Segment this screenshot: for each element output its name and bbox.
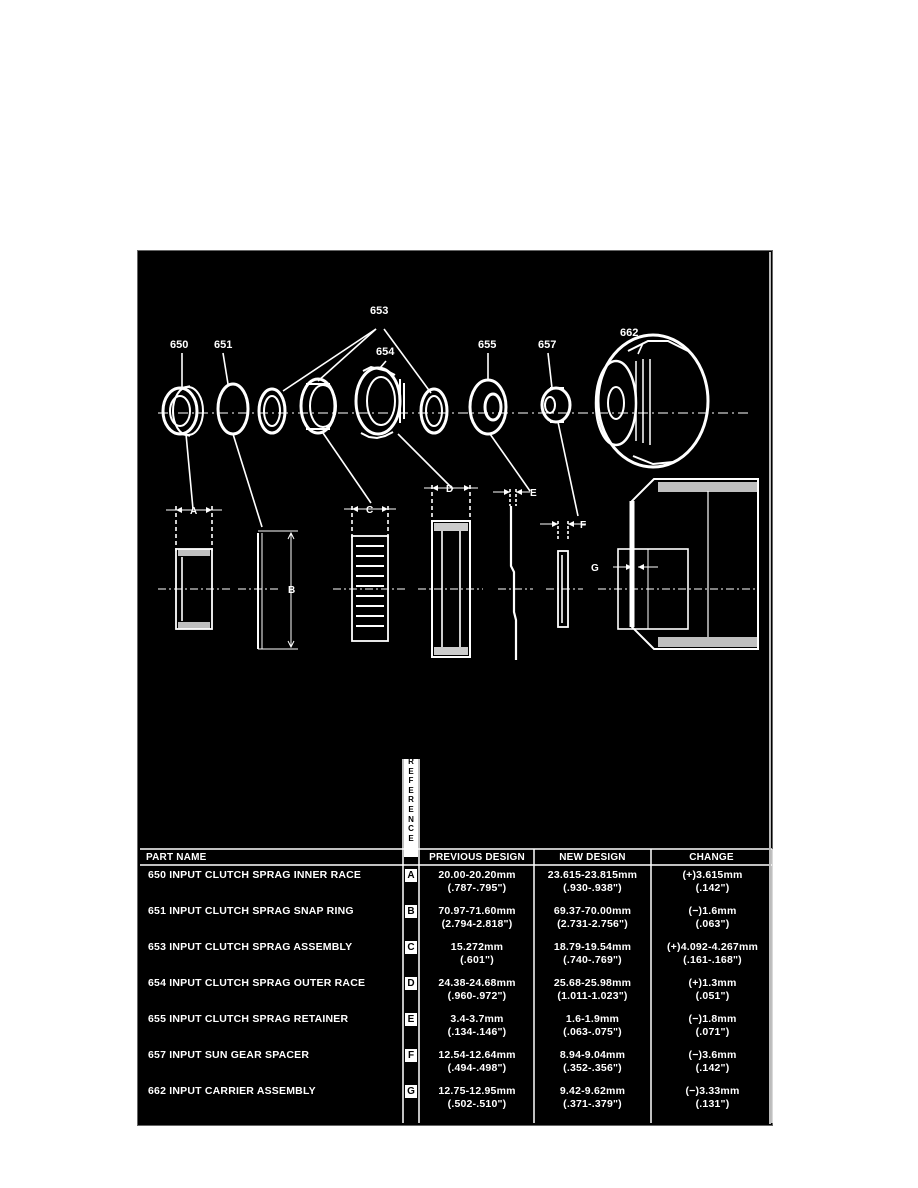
callout-655: 655 — [478, 339, 496, 351]
callout-662: 662 — [620, 327, 638, 339]
dim-label-d: D — [446, 484, 453, 495]
row-ref-cell — [405, 905, 417, 918]
row-new-metric: 25.68-25.98mm — [553, 977, 632, 989]
row-previous-inch: (.494-.498") — [447, 1062, 507, 1074]
row-new-metric: 8.94-9.04mm — [559, 1049, 626, 1061]
header-previous-design: PREVIOUS DESIGN — [429, 852, 525, 863]
row-change-metric: (−)1.8mm — [688, 1013, 737, 1025]
row-previous-inch: (.134-.146") — [447, 1026, 507, 1038]
row-new-inch: (.930-.938") — [563, 882, 622, 894]
dim-label-e: E — [530, 488, 537, 499]
row-part-name: 654 INPUT CLUTCH SPRAG OUTER RACE — [148, 977, 366, 989]
dim-label-c: C — [366, 505, 373, 516]
row-part-name: 662 INPUT CARRIER ASSEMBLY — [148, 1085, 316, 1097]
callout-654: 654 — [376, 346, 395, 358]
row-change-inch: (.142") — [695, 1062, 730, 1074]
row-ref-letter: D — [407, 978, 415, 989]
row-change-metric: (+)4.092-4.267mm — [666, 941, 759, 953]
row-new-inch: (.371-.379") — [563, 1098, 622, 1110]
row-change-metric: (−)3.6mm — [688, 1049, 737, 1061]
row-previous-metric: 3.4-3.7mm — [450, 1013, 504, 1025]
row-change-metric: (−)1.6mm — [688, 905, 737, 917]
row-ref-letter: E — [407, 1014, 415, 1025]
row-change-inch: (.131") — [695, 1098, 730, 1110]
row-new-metric: 18.79-19.54mm — [553, 941, 632, 953]
callout-657: 657 — [538, 339, 556, 351]
row-ref-cell — [405, 869, 417, 882]
callout-653: 653 — [370, 305, 388, 317]
row-part-name: 655 INPUT CLUTCH SPRAG RETAINER — [148, 1013, 349, 1025]
row-ref-cell — [405, 977, 417, 990]
header-new-design: NEW DESIGN — [559, 852, 626, 863]
callout-650: 650 — [170, 339, 188, 351]
row-part-name: 651 INPUT CLUTCH SPRAG SNAP RING — [148, 905, 354, 917]
row-new-metric: 1.6-1.9mm — [565, 1013, 620, 1025]
row-part-name: 657 INPUT SUN GEAR SPACER — [148, 1049, 310, 1061]
row-ref-cell — [405, 941, 417, 954]
row-previous-metric: 12.54-12.64mm — [438, 1049, 516, 1061]
row-change-inch: (.142") — [695, 882, 730, 894]
row-ref-cell — [405, 1085, 417, 1098]
row-previous-metric: 12.75-12.95mm — [438, 1085, 516, 1097]
row-ref-letter: F — [407, 1050, 415, 1061]
row-change-inch: (.051") — [695, 990, 730, 1002]
row-previous-inch: (.601") — [460, 954, 494, 966]
row-new-inch: (.063-.075") — [563, 1026, 622, 1038]
panel-edge — [769, 252, 771, 1124]
row-part-name: 650 INPUT CLUTCH SPRAG INNER RACE — [148, 869, 362, 881]
table-grid — [140, 759, 773, 1123]
row-part-name: 653 INPUT CLUTCH SPRAG ASSEMBLY — [148, 941, 353, 953]
dim-label-g: G — [591, 563, 599, 574]
row-previous-metric: 24.38-24.68mm — [438, 977, 516, 989]
row-ref-letter: B — [407, 906, 415, 917]
header-part-name: PART NAME — [146, 852, 207, 863]
row-new-metric: 23.615-23.815mm — [547, 869, 638, 881]
row-previous-metric: 70.97-71.60mm — [438, 905, 516, 917]
reference-header: R E F E R E N C E — [408, 757, 414, 843]
dim-label-a: A — [190, 506, 197, 517]
row-change-metric: (−)3.33mm — [685, 1085, 740, 1097]
dim-label-f: F — [580, 520, 586, 531]
row-change-metric: (+)1.3mm — [688, 977, 737, 989]
row-previous-inch: (.960-.972") — [447, 990, 507, 1002]
row-change-inch: (.063") — [695, 918, 730, 930]
row-previous-inch: (.787-.795") — [447, 882, 507, 894]
row-new-inch: (2.731-2.756") — [557, 918, 628, 930]
row-ref-letter: C — [407, 942, 415, 953]
row-ref-letter: G — [407, 1086, 415, 1097]
row-ref-cell — [405, 1013, 417, 1026]
row-previous-metric: 20.00-20.20mm — [438, 869, 516, 881]
row-ref-cell — [405, 1049, 417, 1062]
row-new-metric: 69.37-70.00mm — [553, 905, 632, 917]
header-change: CHANGE — [689, 852, 734, 863]
row-change-inch: (.161-.168") — [683, 954, 742, 966]
row-change-metric: (+)3.615mm — [682, 869, 743, 881]
reference-header-cell — [404, 759, 418, 857]
row-new-inch: (1.011-1.023") — [557, 990, 628, 1002]
row-change-inch: (.071") — [695, 1026, 730, 1038]
row-new-inch: (.352-.356") — [563, 1062, 622, 1074]
callout-651: 651 — [214, 339, 232, 351]
row-new-metric: 9.42-9.62mm — [559, 1085, 626, 1097]
row-previous-inch: (2.794-2.818") — [441, 918, 513, 930]
row-new-inch: (.740-.769") — [563, 954, 622, 966]
dim-label-b: B — [288, 585, 295, 596]
exploded-parts-diagram: 653 662 650 651 654 655 657 — [158, 305, 759, 660]
row-ref-letter: A — [407, 870, 415, 881]
figure-panel: 653 662 650 651 654 655 657 — [137, 250, 773, 1126]
row-previous-metric: 15.272mm — [450, 941, 504, 953]
row-previous-inch: (.502-.510") — [447, 1098, 507, 1110]
